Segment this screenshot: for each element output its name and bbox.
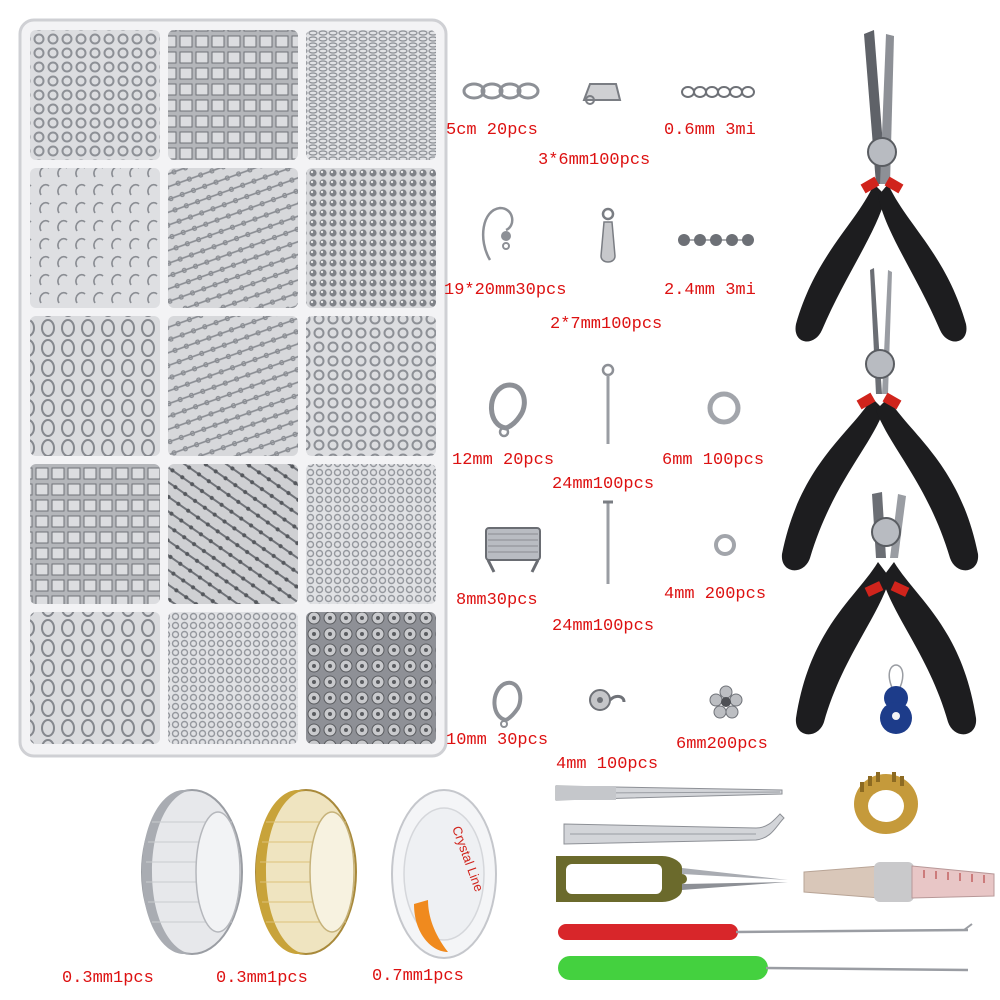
drop-end-sample (596, 206, 620, 266)
label-bead-cap: 6mm200pcs (676, 735, 768, 754)
label-head-pin: 24mm100pcs (552, 617, 655, 636)
label-chain-06: 0.6mm 3mi (664, 121, 756, 140)
label-lobster-10: 10mm 30pcs (446, 731, 549, 750)
label-tube-end: 3*6mm100pcs (538, 151, 651, 170)
needle-threader (866, 636, 926, 736)
tape-measure (800, 852, 1000, 912)
long-nose-pliers (776, 24, 986, 364)
round-nose-pliers (770, 264, 990, 584)
silver-wire-spool (122, 782, 252, 962)
curved-tweezers (560, 812, 790, 862)
eye-pin-sample (598, 362, 618, 448)
jump-ring-6mm-sample (704, 388, 744, 428)
label-bead-tip: 4mm 100pcs (556, 755, 659, 774)
chain-06mm-sample (680, 84, 756, 100)
crimp-end-sample (478, 522, 548, 578)
crystal-line-spool: Crystal Line (384, 784, 504, 964)
label-drop-end: 2*7mm100pcs (550, 315, 663, 334)
head-pin-sample (600, 498, 616, 588)
label-ball-chain: 2.4mm 3mi (664, 281, 756, 300)
label-eye-pin: 24mm100pcs (552, 475, 655, 494)
tube-end-sample (580, 78, 624, 108)
label-wire-silver: 0.3mm1pcs (62, 969, 154, 988)
lobster-10mm-sample (488, 670, 524, 728)
label-jump-ring-6: 6mm 100pcs (662, 451, 765, 470)
label-wire-gold: 0.3mm1pcs (216, 969, 308, 988)
gold-wire-spool (236, 782, 366, 962)
label-lobster-12: 12mm 20pcs (452, 451, 555, 470)
label-crystal-line: 0.7mm1pcs (372, 967, 464, 986)
lobster-12mm-sample (482, 372, 532, 438)
label-jump-ring-4: 4mm 200pcs (664, 585, 767, 604)
label-chain-5cm: 5cm 20pcs (446, 121, 538, 140)
thread-scissors (552, 846, 792, 916)
bead-cap-sample (708, 684, 744, 720)
chain-5cm-sample (462, 78, 542, 104)
jump-ring-4mm-sample (710, 530, 740, 560)
green-crochet-hook (556, 950, 976, 990)
straight-tweezers (552, 778, 792, 806)
ear-hook-sample (476, 200, 522, 270)
organizer-box (18, 18, 448, 758)
label-crimp-end: 8mm30pcs (456, 591, 538, 610)
ball-chain-sample (676, 232, 756, 248)
red-crochet-hook (556, 918, 976, 948)
side-cutter-pliers (786, 488, 986, 758)
bead-ring (846, 764, 926, 844)
bead-tip-sample (580, 680, 630, 720)
label-ear-hook: 19*20mm30pcs (444, 281, 567, 300)
